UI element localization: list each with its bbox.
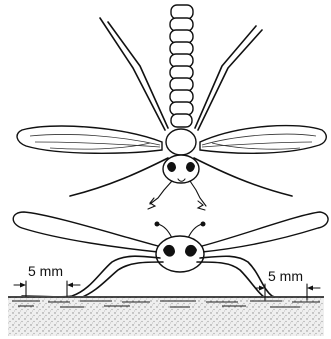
top-head (163, 155, 199, 183)
abdomen-segments (170, 5, 193, 127)
top-view-insect (17, 5, 326, 210)
top-thorax (166, 129, 196, 155)
right-measurement: 5 mm (255, 268, 320, 300)
water-surface (8, 296, 324, 336)
left-measurement: 5 mm (14, 263, 80, 296)
side-view-insect (13, 212, 328, 300)
side-head (156, 236, 204, 272)
left-measure-label: 5 mm (28, 263, 63, 279)
front-legs (148, 181, 206, 210)
right-measure-label: 5 mm (268, 268, 303, 284)
